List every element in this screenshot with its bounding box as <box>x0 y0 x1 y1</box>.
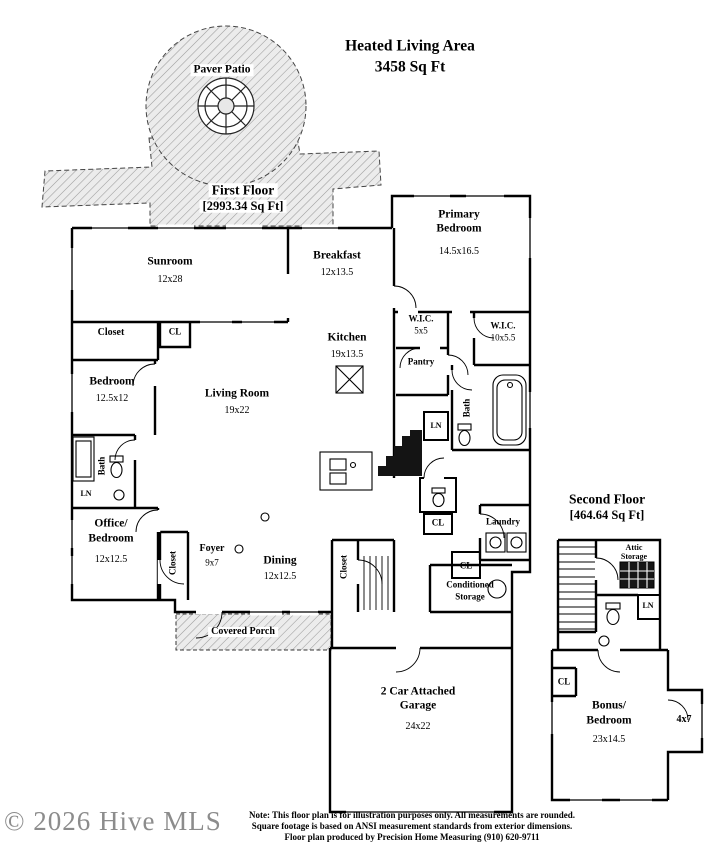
page-title-line1: Heated Living Area <box>345 37 475 55</box>
sunroom-label: Sunroom <box>147 255 193 268</box>
attic-storage-label-line1: Attic <box>625 543 643 552</box>
second-floor-title: Second Floor <box>568 491 646 507</box>
dryer-icon <box>506 532 527 553</box>
paver-patio-label: Paver Patio <box>190 64 254 76</box>
small-closet-boxes <box>419 411 481 579</box>
mls-watermark: © 2026 Hive MLS <box>4 806 222 836</box>
garage-dims: 24x22 <box>405 721 431 732</box>
fixtures <box>72 365 621 647</box>
garage-label-line1: 2 Car Attached <box>380 685 456 698</box>
hall-stair-treads <box>363 556 389 610</box>
column-icon <box>260 512 270 522</box>
kitchen-table-icon <box>335 365 364 394</box>
tub-icon <box>492 374 527 446</box>
room-4x7-label: 4x7 <box>676 714 692 725</box>
patio-medallion-icon <box>197 77 255 135</box>
wic-small-dims: 5x5 <box>414 325 428 336</box>
attic-storage-label-line2: Storage <box>620 552 648 561</box>
sink-icon <box>598 635 610 647</box>
cl-sunroom-label: CL <box>168 326 182 337</box>
window-glass-lines <box>71 195 703 813</box>
bonus-bedroom-label-line2: Bedroom <box>586 714 632 727</box>
primary-bedroom-label-line1: Primary <box>438 208 480 221</box>
cl-laundry-label: CL <box>459 560 473 571</box>
column-icon <box>234 544 244 554</box>
office-bedroom-label-line1: Office/ <box>94 517 128 530</box>
bedroom-label: Bedroom <box>89 375 135 388</box>
bath-right-label: Bath <box>461 398 472 418</box>
second-floor-stair-treads <box>559 546 595 630</box>
washer-icon <box>485 532 506 553</box>
toilet-icon <box>605 602 621 610</box>
wic-small-label: W.I.C. <box>408 313 434 324</box>
footer-note-line1: Note: This floor plan is for illustratio… <box>248 810 576 820</box>
conditioned-storage-label-line2: Storage <box>455 591 485 602</box>
office-bedroom-label-line2: Bedroom <box>88 532 134 545</box>
footer-note-line2: Square footage is based on ANSI measurem… <box>251 821 573 831</box>
wic-large-label: W.I.C. <box>490 320 516 331</box>
wic-large-dims: 10x5.5 <box>490 332 516 343</box>
first-floor-title: First Floor <box>208 183 278 197</box>
breakfast-label: Breakfast <box>313 249 361 262</box>
kitchen-island-icon <box>319 451 373 491</box>
foyer-dims: 9x7 <box>205 557 219 568</box>
conditioned-storage-label-line1: Conditioned <box>446 579 494 590</box>
dining-label: Dining <box>263 554 297 567</box>
closet-dining-label: Closet <box>338 555 349 579</box>
kitchen-dims: 19x13.5 <box>330 349 364 360</box>
cl-hall-label: CL <box>431 517 445 528</box>
basement-stairs-icon <box>378 430 422 476</box>
laundry-label: Laundry <box>485 516 521 527</box>
closet-top-label: Closet <box>97 327 125 338</box>
office-bedroom-dims: 12x12.5 <box>94 554 128 565</box>
living-room-dims: 19x22 <box>224 405 250 416</box>
shower-icon <box>72 436 95 482</box>
dining-dims: 12x12.5 <box>263 571 297 582</box>
bonus-bedroom-dims: 23x14.5 <box>592 734 626 745</box>
bedroom-dims: 12.5x12 <box>95 393 129 404</box>
primary-bedroom-label-line2: Bedroom <box>436 222 482 235</box>
water-heater-icon <box>487 579 507 599</box>
page-title-line2: 3458 Sq Ft <box>374 58 446 76</box>
first-floor-sqft: [2993.34 Sq Ft] <box>199 200 287 213</box>
bonus-bedroom-label-line1: Bonus/ <box>592 699 626 712</box>
primary-bedroom-dims: 14.5x16.5 <box>439 246 479 257</box>
linen-left-label: LN <box>80 489 92 498</box>
sink-icon <box>113 489 125 501</box>
cl-second-label: CL <box>557 676 571 687</box>
linen-second-label: LN <box>642 601 654 610</box>
footer-note-line3: Floor plan produced by Precision Home Me… <box>284 832 540 842</box>
living-room-label: Living Room <box>204 387 270 400</box>
covered-porch-label: Covered Porch <box>208 627 278 637</box>
attic-storage-icon <box>619 561 655 589</box>
foyer-label: Foyer <box>199 543 225 554</box>
kitchen-label: Kitchen <box>327 331 367 344</box>
second-floor-sqft: [464.64 Sq Ft] <box>569 507 645 522</box>
breakfast-dims: 12x13.5 <box>320 267 354 278</box>
bath-left-label: Bath <box>96 456 107 476</box>
sunroom-dims: 12x28 <box>157 274 183 285</box>
garage-label-line2: Garage <box>399 699 437 712</box>
second-floor-linen-box <box>637 594 661 620</box>
closet-office-label: Closet <box>167 551 178 575</box>
door-openings <box>132 274 671 720</box>
linen-mid-label: LN <box>430 421 442 430</box>
house-footprint <box>72 196 530 812</box>
pantry-label: Pantry <box>407 356 435 367</box>
